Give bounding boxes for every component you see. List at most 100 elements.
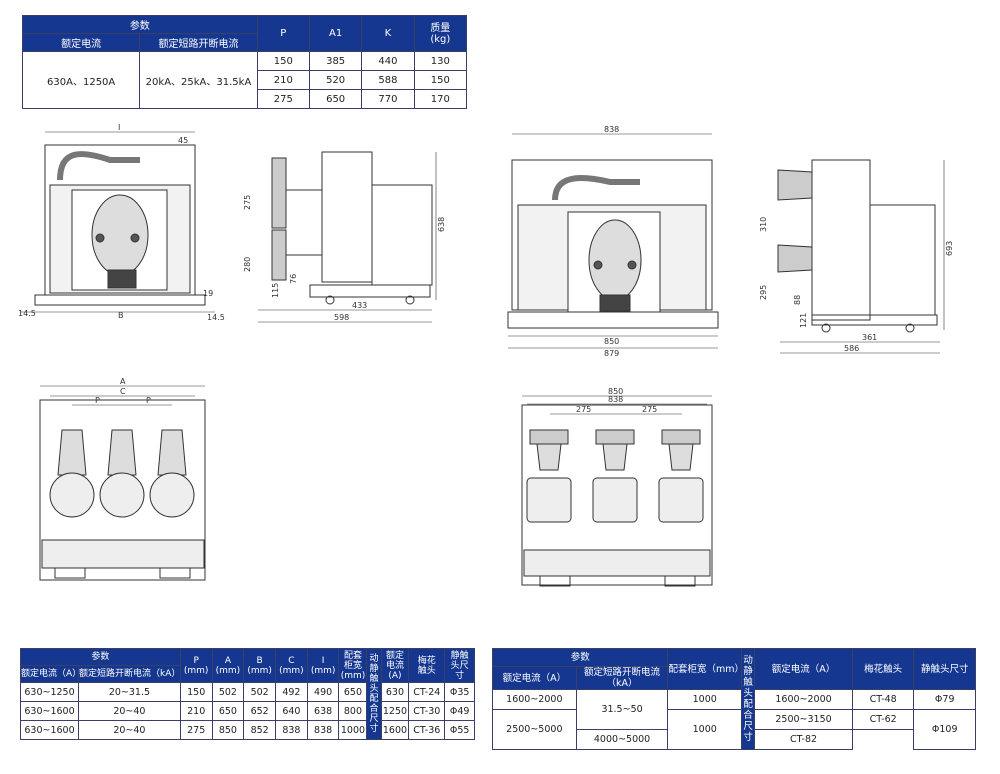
header-static: 静触头尺寸 xyxy=(913,648,976,690)
cell-c: 640 xyxy=(275,701,308,721)
header-b: B (mm) xyxy=(243,648,277,683)
cell-rated2: 1250 xyxy=(380,701,410,721)
cell-b: 652 xyxy=(243,701,277,721)
cell-cabinet: 1000 xyxy=(667,709,743,750)
dim-14-5-left: 14.5 xyxy=(18,309,36,318)
cell-cabinet: 800 xyxy=(338,701,368,721)
dim-638: 638 xyxy=(437,217,446,232)
cell-p: 150 xyxy=(179,682,213,702)
cell-short-circuit: 20~40 xyxy=(78,701,181,721)
cell-rated2: 1600~2000 xyxy=(754,689,853,710)
cell-k: 770 xyxy=(361,89,415,109)
cell-c: 838 xyxy=(275,720,308,740)
header-params: 参数 xyxy=(20,648,181,666)
dim-115: 115 xyxy=(271,283,280,298)
cell-plum: CT-62 xyxy=(851,709,915,730)
dim-88: 88 xyxy=(793,295,802,305)
header-moving-static: 动静触头配合尺寸 xyxy=(741,648,756,750)
dim-p2: P xyxy=(146,396,151,405)
right-side-view xyxy=(777,159,945,354)
cell-rated-current: 630A、1250A xyxy=(21,51,141,109)
dim-b: B xyxy=(118,311,124,320)
cell-cabinet: 1000 xyxy=(338,720,368,740)
cell-short-circuit: 20~40 xyxy=(78,720,181,740)
header-c: C (mm) xyxy=(275,648,308,683)
cell-rated2: 2500~3150 xyxy=(754,709,853,730)
right-front-view xyxy=(507,133,719,349)
dim-838-top: 838 xyxy=(608,395,623,404)
bottom-left-spec-table: 参数 P (mm) A (mm) B (mm) C (mm) I (mm) 配套… xyxy=(19,648,475,740)
header-params: 参数 xyxy=(22,15,258,34)
cell-rated-current: 2500~5000 xyxy=(492,709,577,750)
header-plum: 梅花 触头 xyxy=(408,648,446,683)
cell-static: Φ35 xyxy=(444,682,475,702)
cell-rated2: 630 xyxy=(380,682,410,702)
header-params: 参数 xyxy=(491,648,669,667)
header-short-circuit: 额定短路开断电流 xyxy=(139,33,258,52)
cell-a: 502 xyxy=(211,682,245,702)
dim-121: 121 xyxy=(799,313,808,328)
cell-i: 838 xyxy=(306,720,340,740)
dim-p1: P xyxy=(95,396,100,405)
dim-361: 361 xyxy=(862,333,877,342)
cell-i: 638 xyxy=(306,701,340,721)
header-moving-static: 动静触头配合尺寸 xyxy=(366,648,382,740)
cell-i: 490 xyxy=(306,682,340,702)
header-rated-current: 额定电流（A） xyxy=(492,666,577,690)
cell-b: 502 xyxy=(243,682,277,702)
cell-mass: 170 xyxy=(413,89,468,109)
cell-cabinet: 1000 xyxy=(667,689,743,710)
technical-drawings: I 45 B 19 14.5 14.5 275 280 115 76 638 4… xyxy=(18,123,954,587)
header-cabinet: 配套 柜宽 (mm) xyxy=(338,648,368,683)
right-top-view xyxy=(521,395,713,587)
header-p: P (mm) xyxy=(179,648,213,683)
cell-p: 210 xyxy=(179,701,213,721)
dim-310: 310 xyxy=(759,217,768,232)
cell-a1: 650 xyxy=(308,89,363,109)
dim-850-top: 850 xyxy=(608,387,623,396)
header-a: A (mm) xyxy=(211,648,245,683)
header-i: I (mm) xyxy=(306,648,340,683)
dim-14-5-right: 14.5 xyxy=(207,313,225,322)
cell-plum: CT-30 xyxy=(408,701,446,721)
cell-short-circuit: 20kA、25kA、31.5kA xyxy=(139,51,258,109)
cell-static: Φ79 xyxy=(913,689,976,710)
cell-plum: CT-82 xyxy=(754,729,853,750)
left-front-view xyxy=(20,131,215,313)
cell-b: 852 xyxy=(243,720,277,740)
cell-cabinet: 650 xyxy=(338,682,368,702)
dim-275: 275 xyxy=(243,195,252,210)
cell-static-merged: Φ109 xyxy=(913,709,976,750)
cell-a: 850 xyxy=(211,720,245,740)
dim-a: A xyxy=(120,377,126,386)
header-rated2: 额定电流（A） xyxy=(754,648,853,690)
cell-short-circuit: 20~31.5 xyxy=(78,682,181,702)
dim-433: 433 xyxy=(352,301,367,310)
dim-i: I xyxy=(118,123,120,132)
top-spec-table: 参数 P A1 K 质量 (kg) 额定电流 额定短路开断电流 630A、125… xyxy=(21,15,468,109)
dim-275-b: 275 xyxy=(642,405,657,414)
cell-rated-current: 630~1600 xyxy=(19,720,80,740)
left-top-view xyxy=(39,385,206,581)
cell-short-circuit: 31.5~50 xyxy=(575,689,669,730)
dim-275-a: 275 xyxy=(576,405,591,414)
cell-p: 275 xyxy=(256,89,310,109)
header-plum: 梅花触头 xyxy=(851,648,915,690)
dim-76: 76 xyxy=(289,274,298,284)
cell-a: 650 xyxy=(211,701,245,721)
dim-45: 45 xyxy=(178,136,188,145)
cell-rated2: 1600 xyxy=(380,720,410,740)
dim-598: 598 xyxy=(334,313,349,322)
cell-plum: CT-36 xyxy=(408,720,446,740)
dim-693: 693 xyxy=(945,241,954,256)
cell-plum: CT-48 xyxy=(851,689,915,710)
cell-rated2: 4000~5000 xyxy=(575,729,669,750)
dim-879: 879 xyxy=(604,349,619,358)
cell-static: Φ55 xyxy=(444,720,475,740)
dim-295: 295 xyxy=(759,285,768,300)
header-rated-current: 额定电流（A） xyxy=(19,665,81,683)
header-rated-current: 额定电流 xyxy=(21,33,141,52)
dim-280: 280 xyxy=(243,257,252,272)
cell-rated-current: 1600~2000 xyxy=(492,689,577,710)
dim-850: 850 xyxy=(604,337,619,346)
